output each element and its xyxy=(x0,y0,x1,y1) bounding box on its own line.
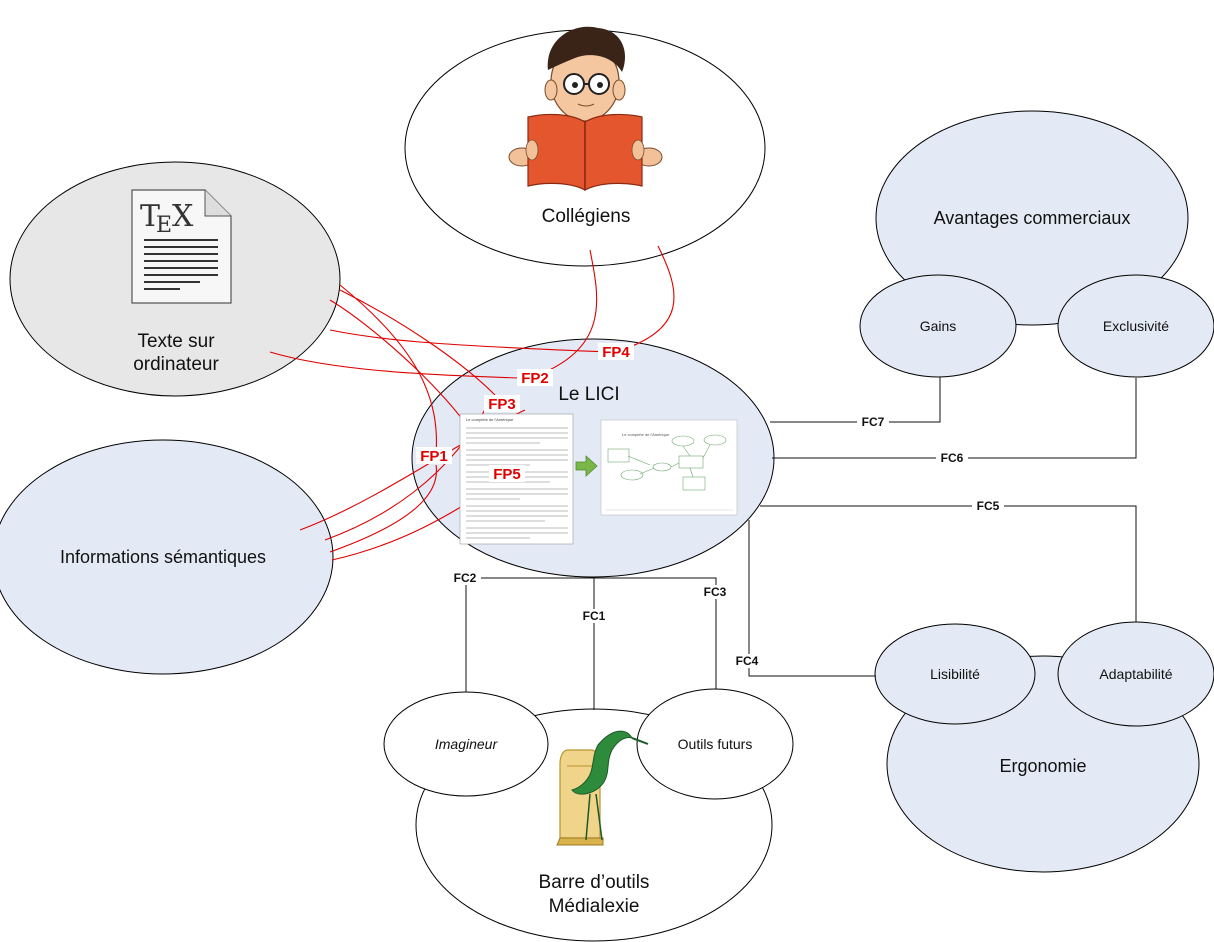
collegiens-label: Collégiens xyxy=(542,206,631,227)
fc7-line xyxy=(770,377,941,423)
ergonomie-label: Ergonomie xyxy=(999,756,1086,776)
barre-label-line2: Médialexie xyxy=(549,896,640,917)
outils-futurs-label: Outils futurs xyxy=(678,736,753,752)
fc1-label: FC1 xyxy=(583,609,606,623)
svg-text:Le complète de l'Amérique: Le complète de l'Amérique xyxy=(622,432,670,437)
exclusivite-ellipse xyxy=(1057,274,1214,378)
adaptabilite-label: Adaptabilité xyxy=(1099,666,1172,682)
svg-text:E: E xyxy=(156,213,172,238)
avantages-ellipse xyxy=(875,110,1189,326)
fp-labels: FP4 FP2 FP3 FP1 FP5 xyxy=(416,343,634,483)
fc3-label: FC3 xyxy=(704,585,727,599)
infos-ellipse xyxy=(0,439,334,675)
fc-labels: FC7 FC6 FC5 FC4 FC2 FC3 FC1 xyxy=(449,415,1004,668)
fp5-label: FP5 xyxy=(493,466,521,483)
fp4-label: FP4 xyxy=(602,344,630,361)
arrow-right-icon xyxy=(575,455,598,477)
fp-curves xyxy=(269,245,675,561)
lisibilite-ellipse xyxy=(874,623,1036,725)
svg-text:T: T xyxy=(140,199,160,234)
concept-map-thumbnail: Le complète de l'Amérique xyxy=(600,419,738,516)
lisibilite-label: Lisibilité xyxy=(930,666,980,682)
exclusivite-label: Exclusivité xyxy=(1103,318,1169,334)
fc6-label: FC6 xyxy=(941,451,964,465)
fc4-label: FC4 xyxy=(736,654,759,668)
medialexie-heron-logo xyxy=(556,730,649,846)
fc7-label: FC7 xyxy=(862,415,885,429)
tex-document-icon: T E X xyxy=(131,189,232,304)
fc5-label: FC5 xyxy=(977,499,1000,513)
fp2-label: FP2 xyxy=(521,370,549,387)
reading-student-icon xyxy=(508,26,663,191)
fc-connectors xyxy=(465,377,1137,710)
fc2-fc3-bar xyxy=(465,577,717,692)
fc2-label: FC2 xyxy=(454,571,477,585)
barre-label-line1: Barre d’outils xyxy=(539,872,650,893)
avantages-label: Avantages commerciaux xyxy=(934,208,1131,228)
texte-label-line1: Texte sur xyxy=(137,331,215,352)
fc6-line xyxy=(772,378,1137,459)
fc5-line xyxy=(760,505,1137,622)
svg-text:Le complète de l'Amérique: Le complète de l'Amérique xyxy=(466,417,514,422)
fc4-line xyxy=(748,520,876,677)
fp1-label: FP1 xyxy=(420,448,448,465)
fp3-label: FP3 xyxy=(488,396,516,413)
texte-label-line2: ordinateur xyxy=(133,354,219,375)
gains-label: Gains xyxy=(920,318,957,334)
svg-text:X: X xyxy=(172,199,194,234)
gains-ellipse xyxy=(859,274,1017,378)
lici-label: Le LICI xyxy=(558,384,619,405)
outils-futurs-ellipse xyxy=(636,688,794,800)
infos-label: Informations sémantiques xyxy=(60,547,266,567)
imagineur-label: Imagineur xyxy=(435,736,499,752)
